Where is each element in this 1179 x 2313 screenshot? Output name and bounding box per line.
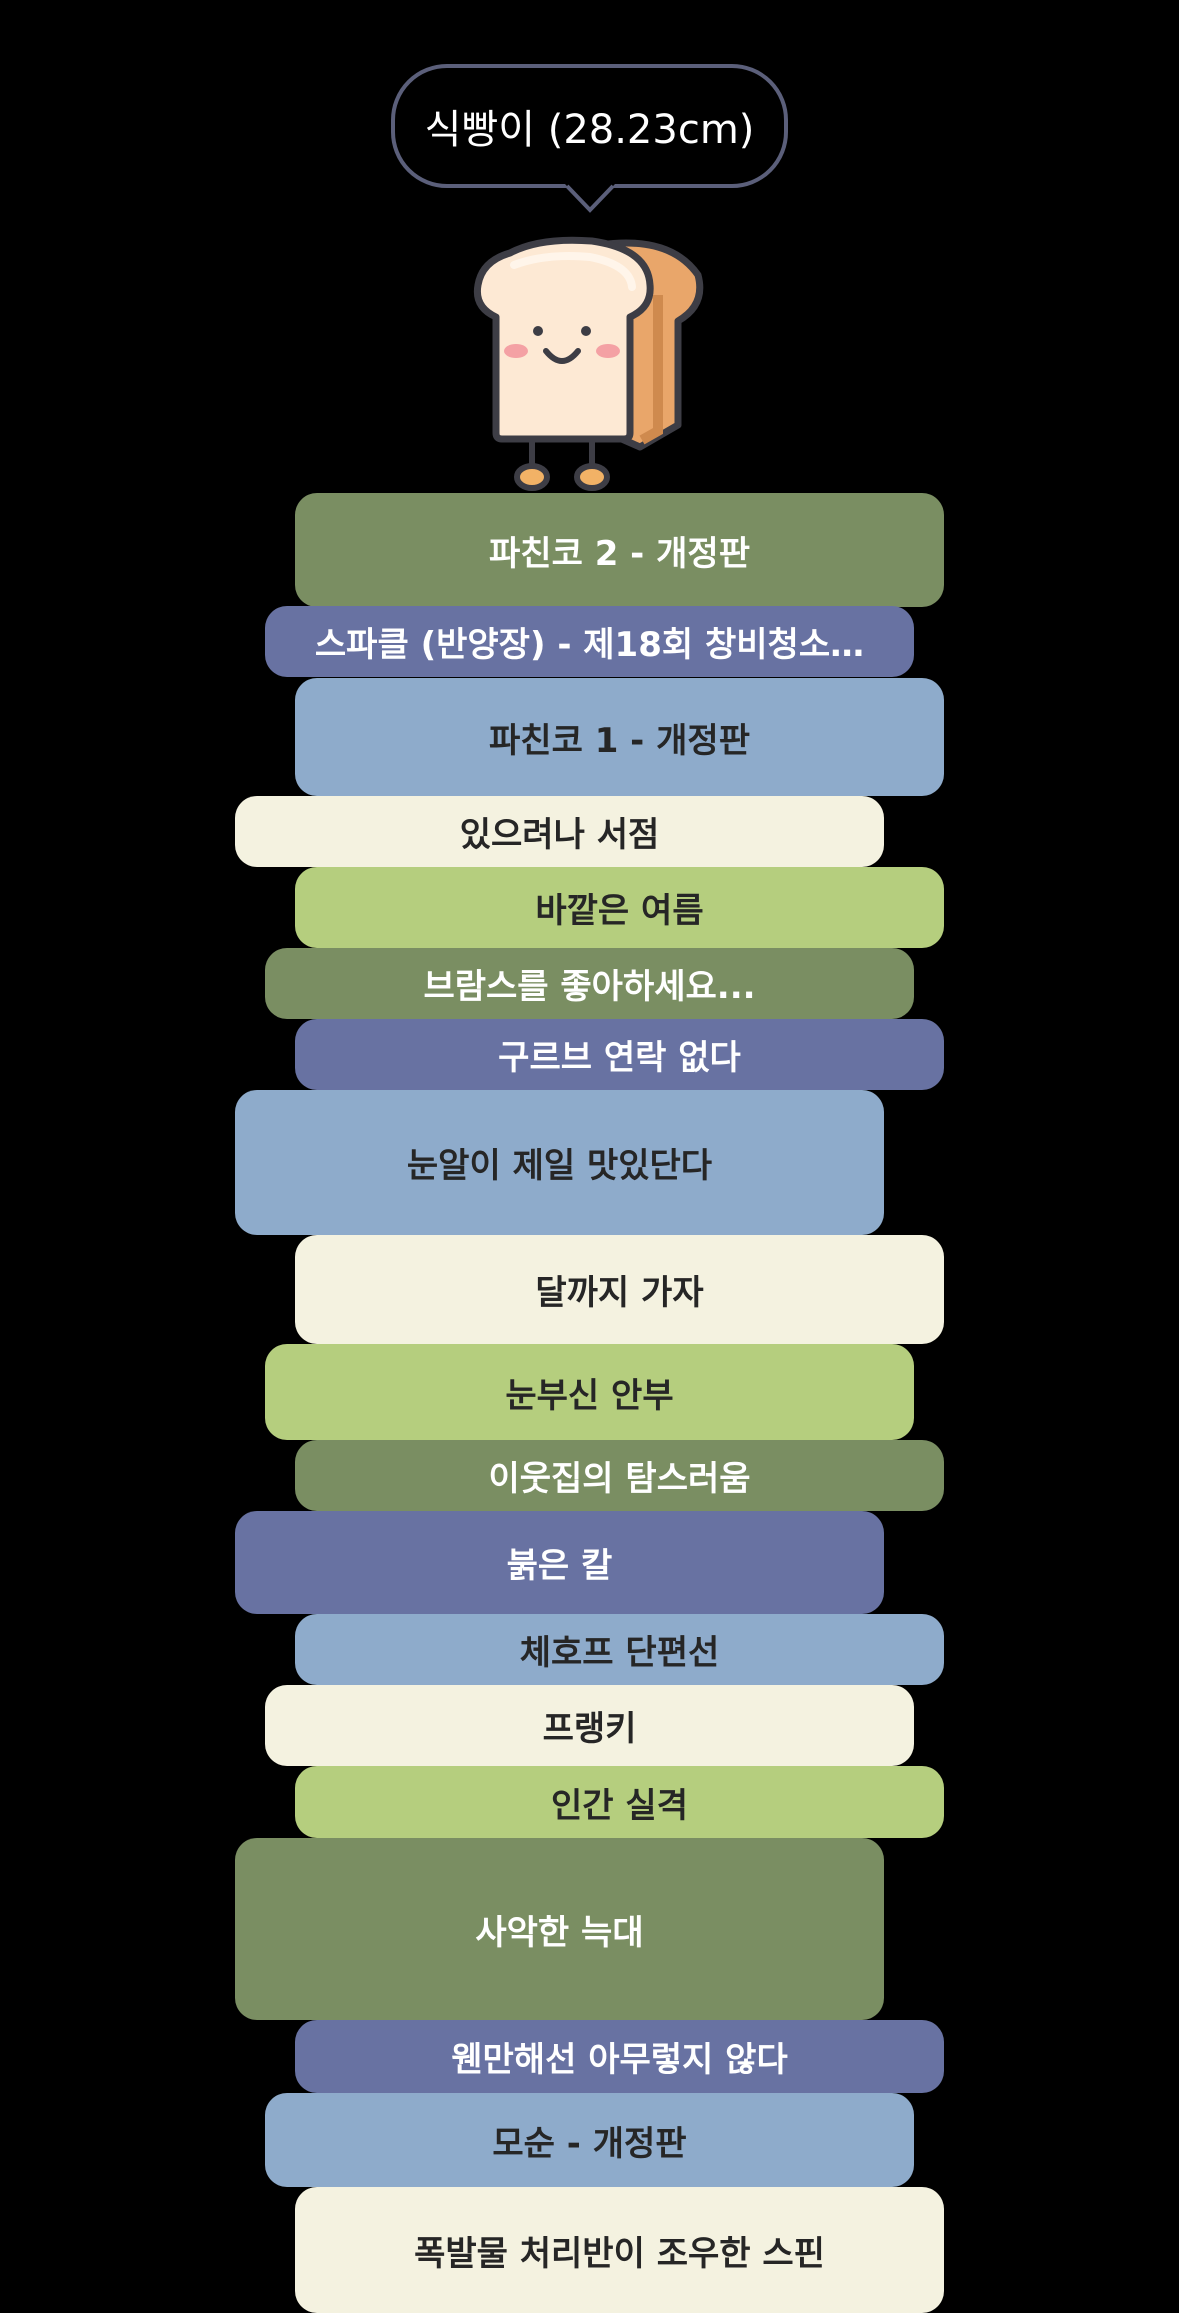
book-title: 브람스를 좋아하세요... [423,967,756,1007]
book-title: 붉은 칼 [506,1546,613,1586]
book-spine[interactable]: 체호프 단편선 [295,1614,944,1685]
book-title: 바깥은 여름 [535,891,704,931]
book-title: 스파클 (반양장) - 제18회 창비청소… [314,625,865,665]
book-title: 있으려나 서점 [459,815,660,855]
book-spine[interactable]: 모순 - 개정판 [265,2093,914,2187]
book-title: 달까지 가자 [535,1273,704,1313]
book-spine[interactable]: 붉은 칼 [235,1511,884,1614]
book-spine[interactable]: 이웃집의 탐스러움 [295,1440,944,1511]
book-title: 모순 - 개정판 [492,2123,687,2164]
book-title: 구르브 연락 없다 [498,1038,741,1078]
book-title: 체호프 단편선 [519,1633,720,1673]
book-spine[interactable]: 파친코 1 - 개정판 [295,678,944,796]
book-spine[interactable]: 브람스를 좋아하세요... [265,948,914,1019]
book-spine[interactable]: 폭발물 처리반이 조우한 스핀 [295,2187,944,2313]
book-spine[interactable]: 프랭키 [265,1685,914,1766]
book-title: 웬만해선 아무렇지 않다 [451,2040,788,2080]
book-spine[interactable]: 있으려나 서점 [235,796,884,867]
book-spine[interactable]: 눈알이 제일 맛있단다 [235,1090,884,1235]
book-title: 폭발물 처리반이 조우한 스핀 [414,2233,825,2274]
book-title: 사악한 늑대 [475,1912,644,1953]
book-title: 이웃집의 탐스러움 [488,1459,751,1499]
book-spine[interactable]: 구르브 연락 없다 [295,1019,944,1090]
book-spine[interactable]: 파친코 2 - 개정판 [295,493,944,607]
book-spine[interactable]: 눈부신 안부 [265,1344,914,1440]
book-title: 파친코 1 - 개정판 [489,720,750,761]
book-spine[interactable]: 바깥은 여름 [295,867,944,948]
height-speech-bubble: 식빵이 (28.23cm) [391,64,788,188]
book-title: 파친코 2 - 개정판 [489,533,750,574]
book-spine[interactable]: 스파클 (반양장) - 제18회 창비청소… [265,606,914,677]
book-title: 프랭키 [542,1709,637,1749]
book-title: 눈부신 안부 [505,1375,674,1416]
book-title: 인간 실격 [551,1785,688,1826]
speech-bubble-tail [565,184,615,213]
book-spine[interactable]: 인간 실격 [295,1766,944,1838]
book-spine[interactable]: 달까지 가자 [295,1235,944,1344]
book-spine[interactable]: 사악한 늑대 [235,1838,884,2020]
book-title: 눈알이 제일 맛있단다 [406,1146,713,1186]
bread-mascot-icon [473,236,704,491]
book-spine[interactable]: 웬만해선 아무렇지 않다 [295,2020,944,2093]
height-label: 식빵이 (28.23cm) [424,107,755,153]
